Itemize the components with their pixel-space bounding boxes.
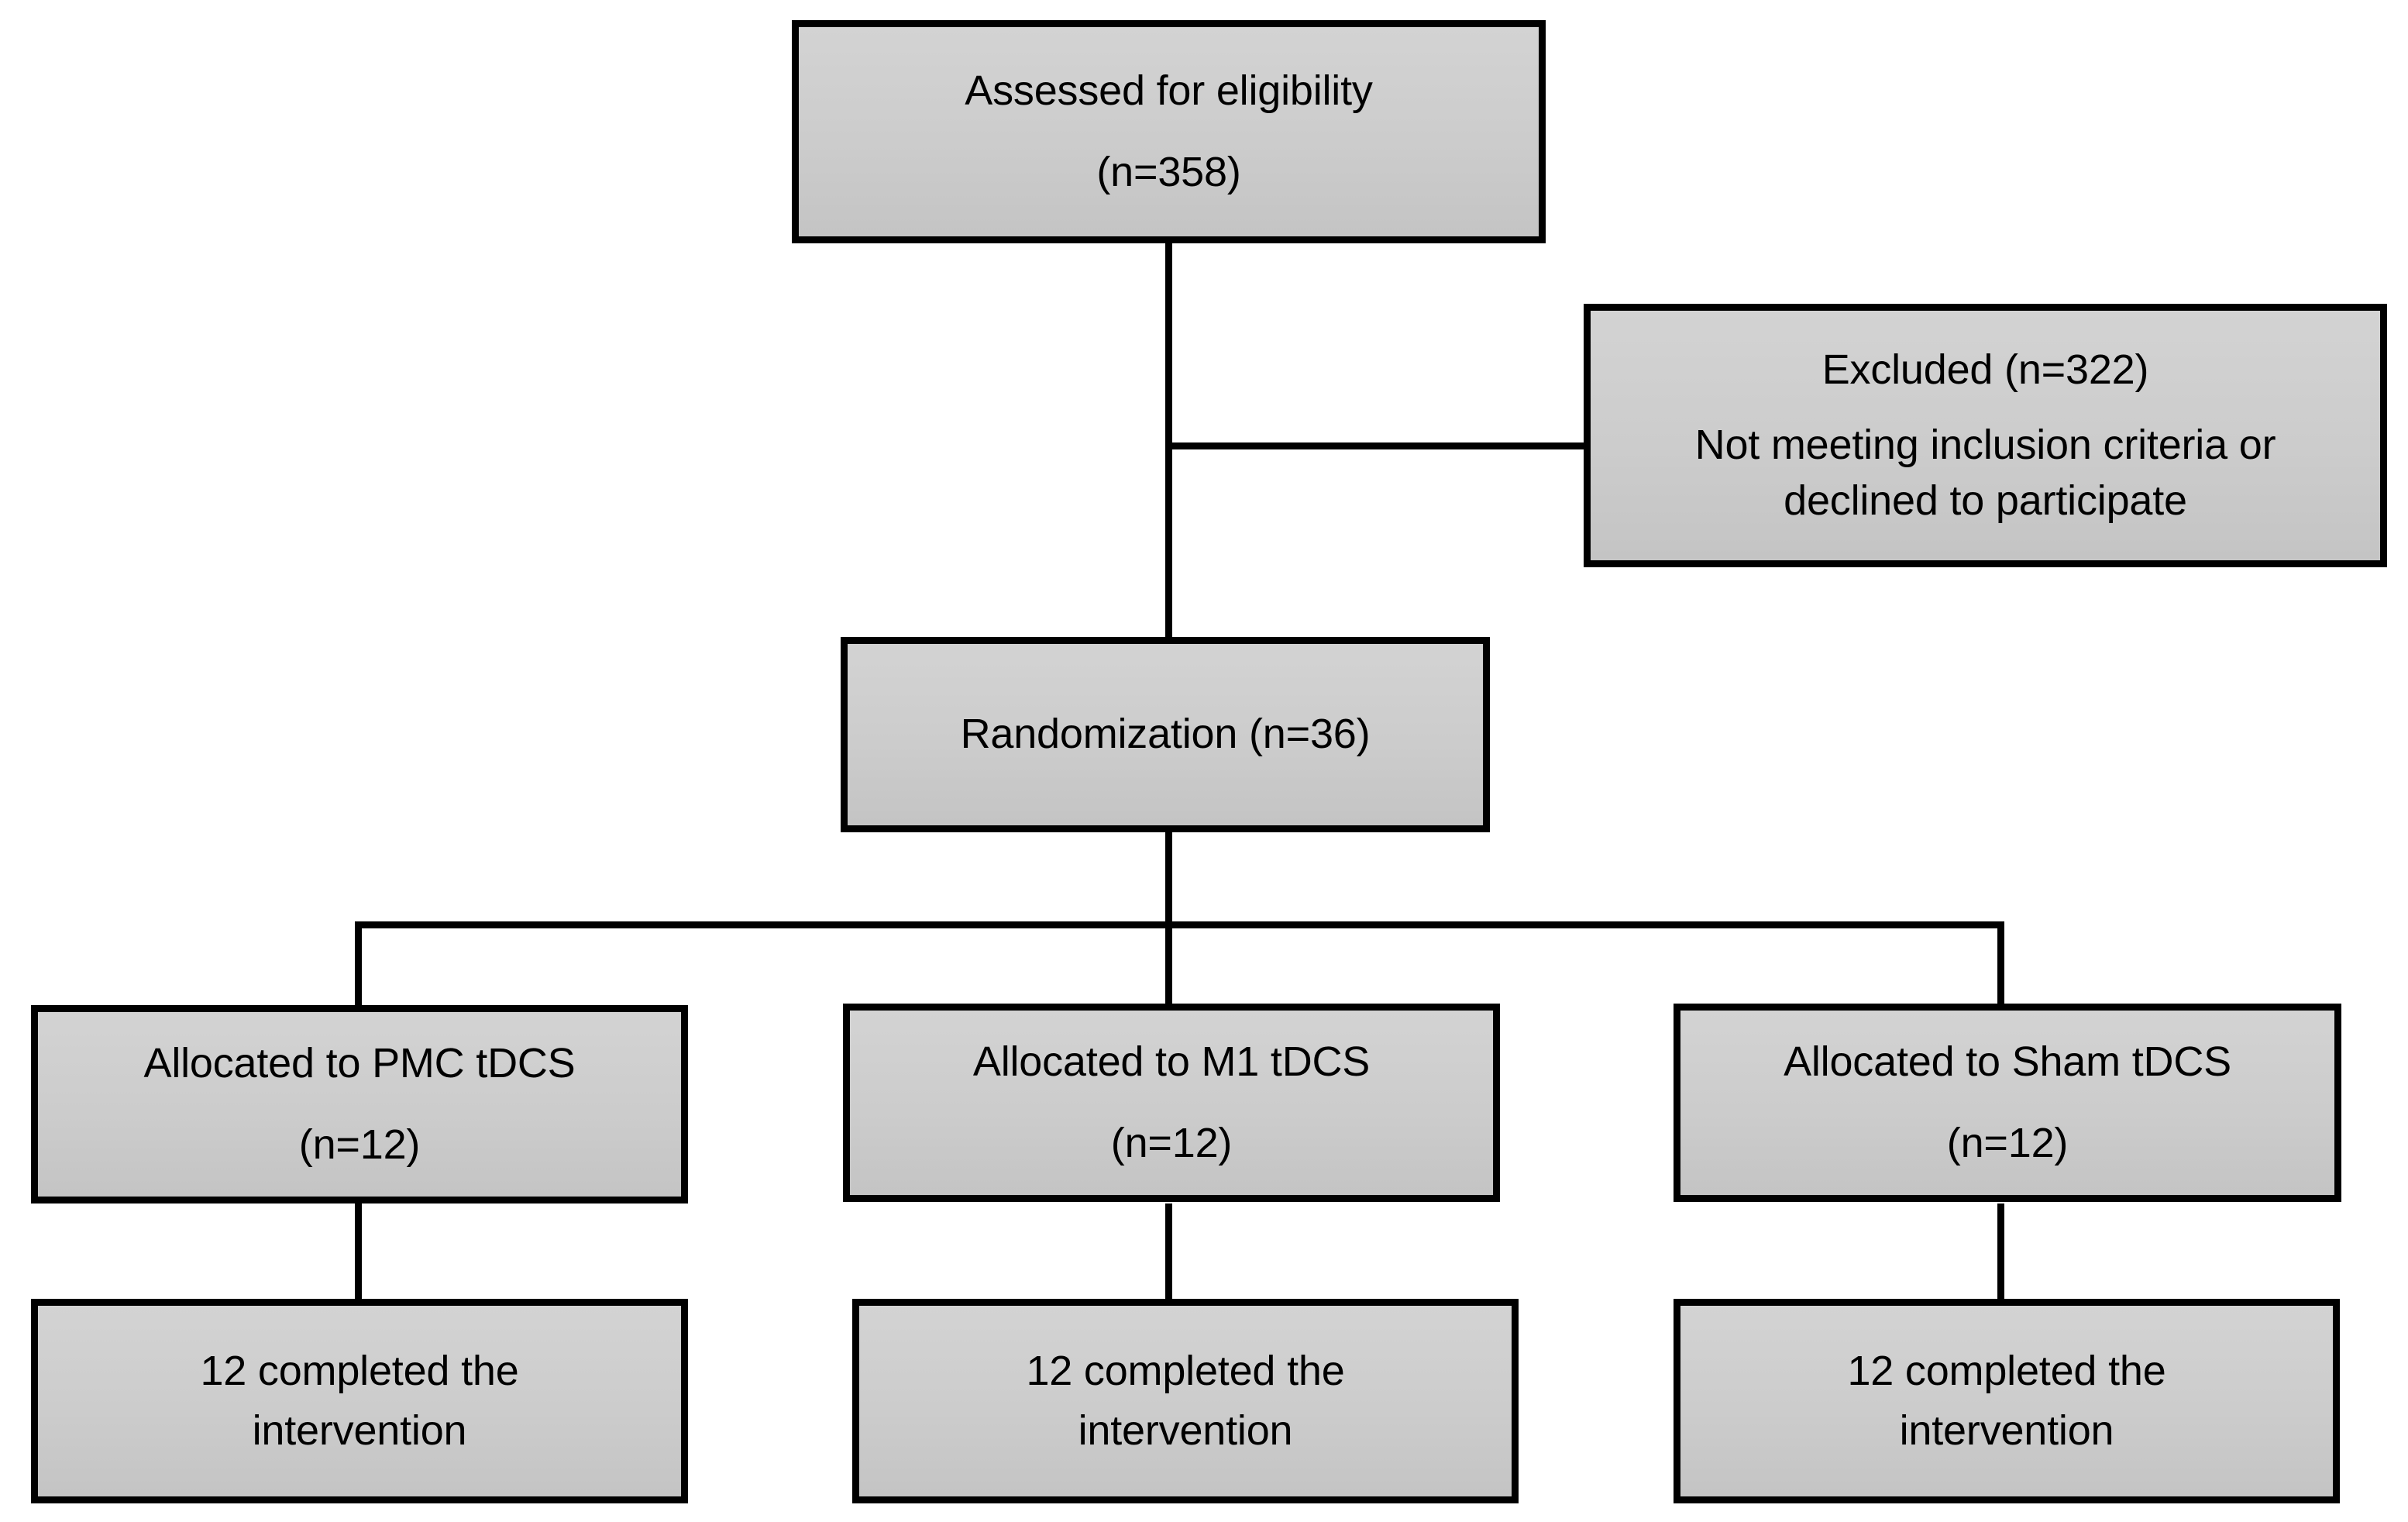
- node-completed-sham-line1: 12 completed the: [1847, 1347, 2166, 1394]
- node-randomization-line1: Randomization (n=36): [960, 711, 1371, 758]
- node-allocated-m1-line2: (n=12): [1110, 1120, 1233, 1166]
- node-completed-sham: 12 completed the intervention: [1674, 1299, 2340, 1503]
- connector-split-bar: [355, 921, 2004, 928]
- connector-split-to-allocated-sham: [1997, 921, 2004, 1007]
- node-assessed-for-eligibility-line1: Assessed for eligibility: [965, 67, 1373, 114]
- node-completed-m1-line1: 12 completed the: [1026, 1347, 1345, 1394]
- node-allocated-sham-line2: (n=12): [1946, 1120, 2069, 1166]
- node-completed-m1-line2: intervention: [1078, 1407, 1293, 1454]
- node-excluded: Excluded (n=322) Not meeting inclusion c…: [1584, 304, 2387, 567]
- connector-split-to-allocated-m1: [1165, 921, 1172, 1007]
- node-allocated-sham: Allocated to Sham tDCS (n=12): [1674, 1004, 2341, 1202]
- node-assessed-for-eligibility-line2: (n=358): [1096, 149, 1241, 195]
- connector-split-to-allocated-pmc: [355, 921, 362, 1007]
- node-allocated-sham-line1: Allocated to Sham tDCS: [1784, 1038, 2231, 1085]
- node-completed-m1: 12 completed the intervention: [852, 1299, 1519, 1503]
- node-excluded-line1: Excluded (n=322): [1821, 346, 2149, 394]
- connector-allocated-m1-to-completed: [1165, 1203, 1172, 1300]
- connector-allocated-sham-to-completed: [1997, 1203, 2004, 1300]
- node-allocated-m1: Allocated to M1 tDCS (n=12): [843, 1004, 1500, 1202]
- node-allocated-pmc: Allocated to PMC tDCS (n=12): [31, 1005, 688, 1203]
- node-completed-pmc-line1: 12 completed the: [200, 1347, 519, 1394]
- connector-randomization-stem: [1165, 831, 1172, 928]
- connector-eligibility-to-randomization: [1165, 243, 1172, 639]
- node-allocated-pmc-line2: (n=12): [298, 1121, 421, 1168]
- node-allocated-pmc-line1: Allocated to PMC tDCS: [143, 1039, 576, 1086]
- node-completed-sham-line2: intervention: [1899, 1407, 2114, 1454]
- node-allocated-m1-line1: Allocated to M1 tDCS: [972, 1038, 1371, 1085]
- node-randomization: Randomization (n=36): [841, 637, 1490, 832]
- node-completed-pmc: 12 completed the intervention: [31, 1299, 688, 1503]
- connector-allocated-pmc-to-completed: [355, 1203, 362, 1300]
- node-completed-pmc-line2: intervention: [252, 1407, 467, 1454]
- connector-to-excluded: [1165, 442, 1588, 449]
- node-excluded-line2: Not meeting inclusion criteria or declin…: [1694, 422, 2276, 524]
- node-assessed-for-eligibility: Assessed for eligibility (n=358): [792, 20, 1546, 243]
